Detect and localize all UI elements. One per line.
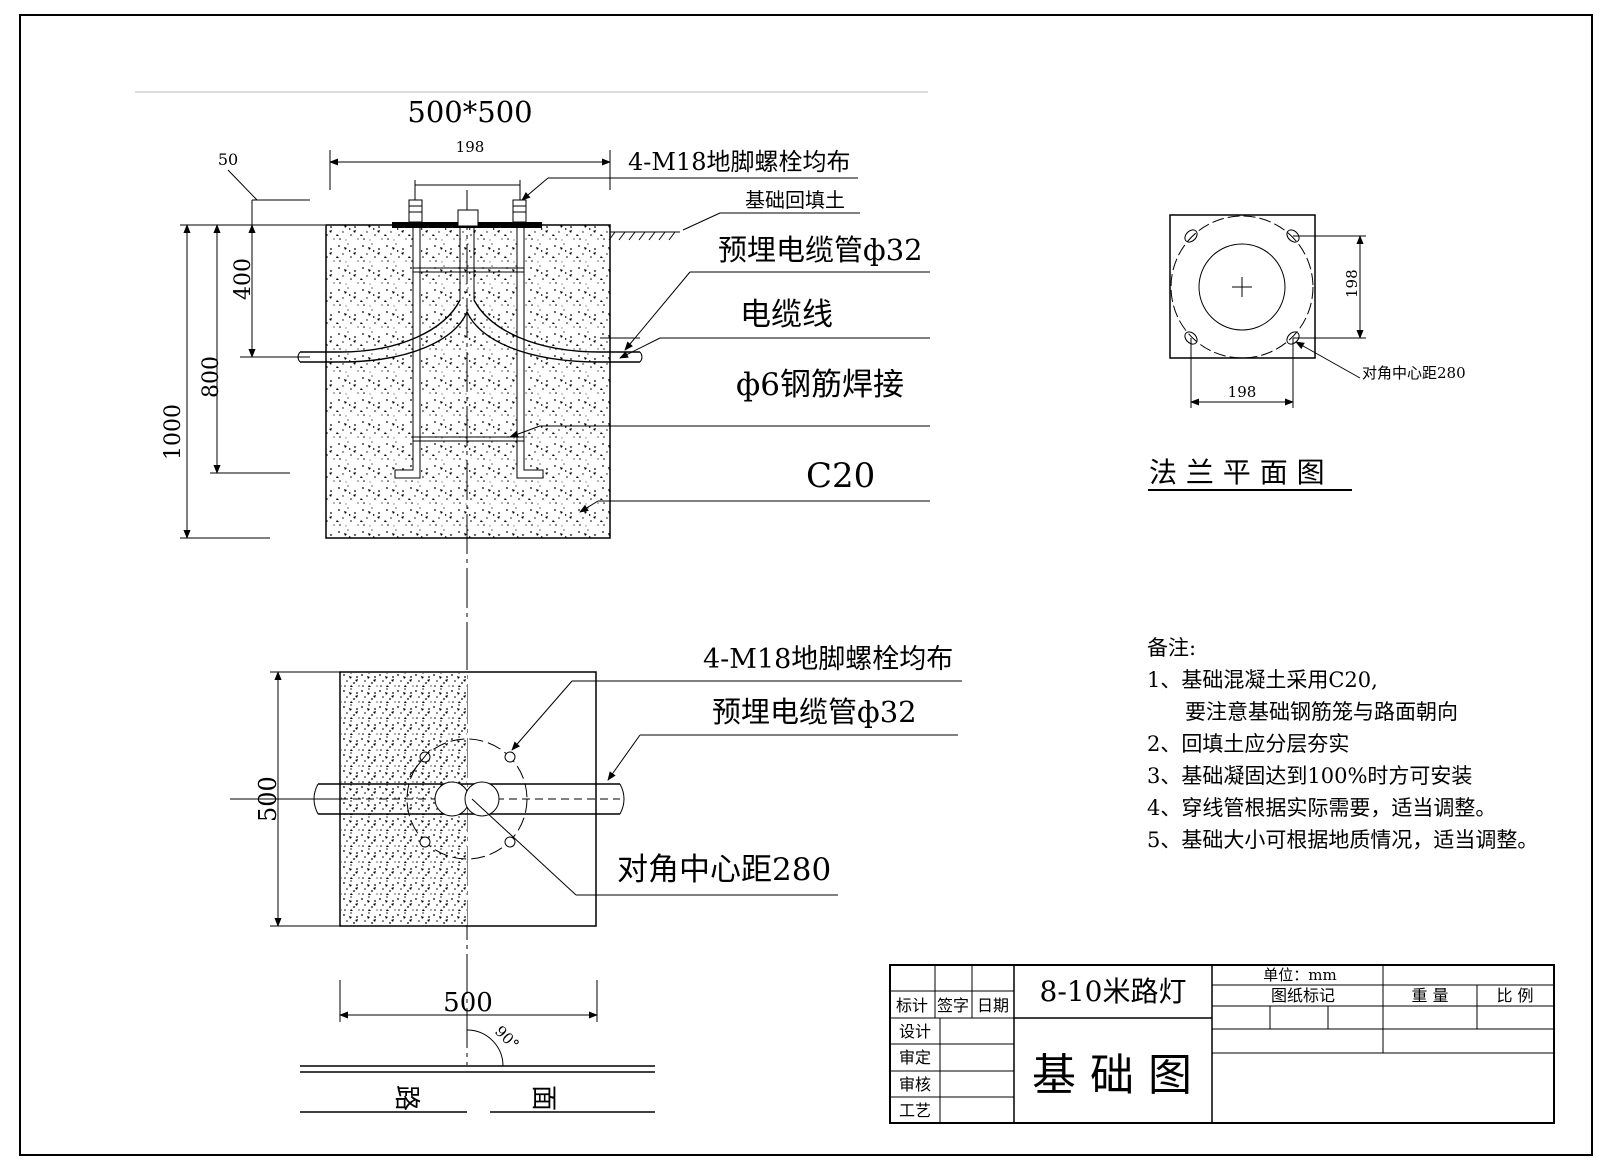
- plan-bolt-holes: [419, 751, 516, 848]
- elevation-dim-400: 400: [231, 258, 256, 300]
- note-1: 1、基础混凝土采用C20,: [1147, 668, 1378, 692]
- flange-square: [1169, 214, 1316, 359]
- flange-plan: 198 198 对角中心距280 法 兰 平 面 图: [1148, 214, 1466, 491]
- flange-center-hole: [1198, 243, 1286, 331]
- tb-drawing-mark: 图纸标记: [1271, 986, 1335, 1005]
- elevation-dim-1000: 1000: [161, 404, 186, 460]
- tb-mark: 标计: [896, 996, 928, 1015]
- plan-view: 500 500 90° 路 面 4-M18地脚螺栓均布 预埋电缆管ф32 对角中…: [230, 630, 962, 1113]
- tb-unit: 单位：mm: [1263, 966, 1336, 984]
- elevation-view: 500*500 198 50 1000 800 400: [135, 91, 930, 630]
- notes-title: 备注:: [1147, 636, 1197, 660]
- plan-angle: 90°: [491, 1022, 523, 1054]
- elevation-bolt-left: [408, 199, 423, 223]
- plan-conduit: [318, 783, 620, 815]
- elevation-conduit-label: 预埋电缆管ф32: [718, 233, 923, 267]
- tb-project: 8-10米路灯: [1040, 975, 1187, 1008]
- title-block: [889, 964, 1555, 1124]
- elevation-rebar-label: ф6钢筋焊接: [736, 367, 904, 403]
- plan-bolt-label: 4-M18地脚螺栓均布: [703, 644, 953, 675]
- elevation-concrete-label: C20: [806, 456, 875, 496]
- elevation-conduit: [300, 299, 640, 363]
- elevation-backfill-label: 基础回填土: [745, 188, 845, 212]
- sheet-border: [19, 14, 1593, 1156]
- elevation-cable-label: 电缆线: [740, 297, 833, 333]
- plan-dim-side: 500: [254, 776, 282, 822]
- plan-center-pipe: [434, 781, 470, 817]
- flange-title: 法 兰 平 面 图: [1149, 456, 1325, 489]
- elevation-size-label: 500*500: [407, 95, 532, 129]
- tb-review: 审定: [899, 1048, 931, 1067]
- note-3: 3、基础凝固达到100%时方可安装: [1147, 764, 1473, 788]
- elevation-offset: 50: [218, 150, 238, 169]
- flange-dim-v: 198: [1343, 269, 1361, 298]
- tb-check: 审核: [899, 1075, 931, 1094]
- flange-bolt-holes: [1184, 229, 1300, 345]
- elevation-dim-800: 800: [199, 356, 224, 398]
- note-2: 2、回填土应分层夯实: [1147, 732, 1350, 756]
- tb-design: 设计: [899, 1022, 931, 1041]
- elevation-bolt-label: 4-M18地脚螺栓均布: [628, 148, 851, 176]
- tb-drawing-name: 基 础 图: [1032, 1050, 1192, 1101]
- elevation-bolt-right: [512, 199, 527, 223]
- note-1-cont: 要注意基础钢筋笼与路面朝向: [1185, 700, 1458, 724]
- plan-diag-label: 对角中心距280: [617, 852, 831, 888]
- note-5: 5、基础大小可根据地质情况，适当调整。: [1147, 828, 1539, 852]
- flange-diag-label: 对角中心距280: [1362, 364, 1466, 382]
- plan-conduit-label: 预埋电缆管ф32: [712, 695, 917, 729]
- elevation-concrete-block: [325, 224, 611, 539]
- plan-dim-bottom: 500: [443, 988, 493, 1018]
- title-block-text: 8-10米路灯 基 础 图 单位：mm 图纸标记 重 量 比 例 标计 签字 日…: [896, 966, 1534, 1120]
- elevation-bolt-span: 198: [456, 138, 485, 156]
- road-label-right: 面: [528, 1085, 558, 1111]
- tb-weight: 重 量: [1411, 986, 1448, 1005]
- flange-dim-h: 198: [1228, 383, 1257, 401]
- tb-scale: 比 例: [1496, 986, 1533, 1005]
- notes-block: 备注: 1、基础混凝土采用C20, 要注意基础钢筋笼与路面朝向 2、回填土应分层…: [1147, 632, 1538, 856]
- road-label-left: 路: [391, 1085, 421, 1111]
- tb-sign: 签字: [937, 996, 969, 1015]
- tb-process: 工艺: [899, 1101, 931, 1120]
- tb-date: 日期: [977, 996, 1009, 1015]
- elevation-anchor-left: [394, 228, 421, 479]
- note-4: 4、穿线管根据实际需要，适当调整。: [1147, 796, 1497, 820]
